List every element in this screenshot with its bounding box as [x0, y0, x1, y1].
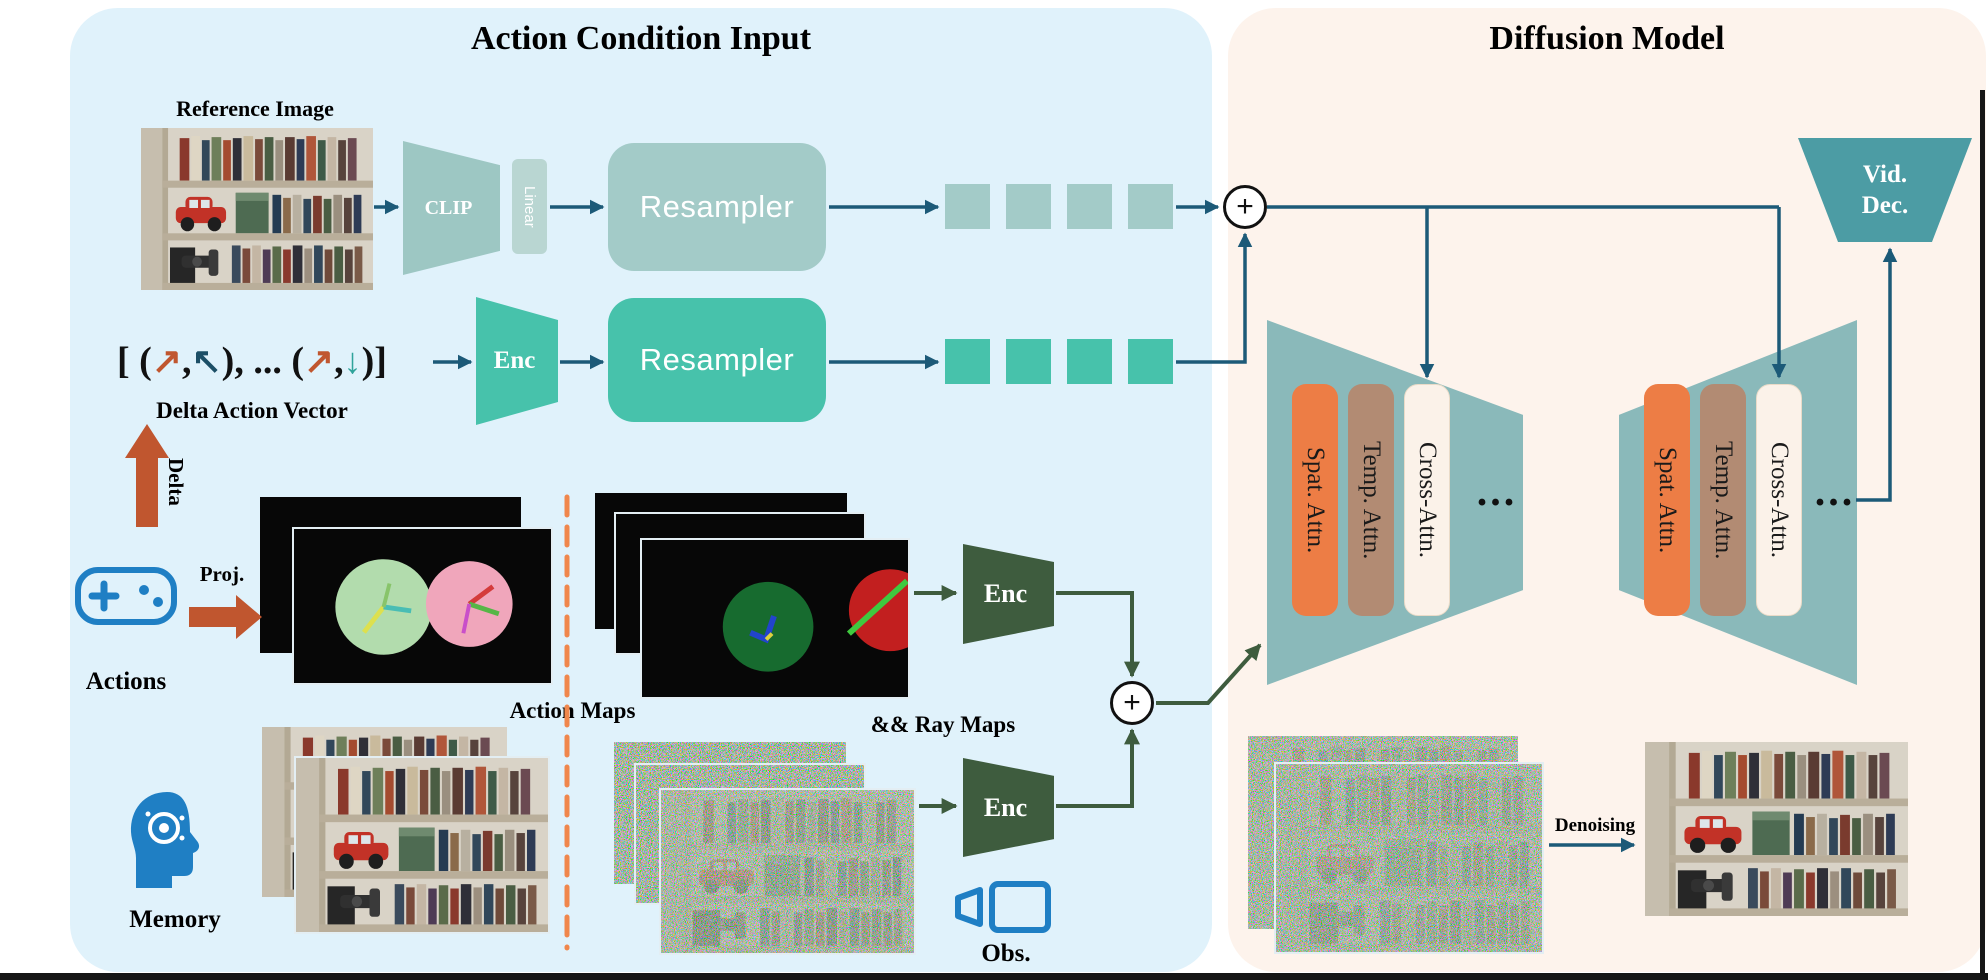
- noisy-frame-front: [659, 788, 916, 955]
- clip-encoder: CLIP: [403, 141, 500, 275]
- right-rule-line: [1980, 90, 1985, 980]
- down-arrow-icon: ↓: [343, 341, 362, 381]
- left-panel-title: Action Condition Input: [470, 20, 812, 57]
- action-enc-label: Enc: [493, 347, 536, 374]
- memory-frame-front: [294, 756, 550, 934]
- action-token: [945, 339, 990, 384]
- bookshelf-photo: [1645, 742, 1908, 916]
- plus-sign: +: [1123, 686, 1141, 719]
- cross-attn-block-2: Cross-Attn.: [1756, 384, 1802, 616]
- ray-map-image: [642, 540, 908, 697]
- image-token: [1128, 184, 1173, 229]
- resampler-bottom-label: Resampler: [639, 342, 795, 377]
- noisy-latent-front: [1274, 762, 1544, 954]
- obs-label: Obs.: [981, 940, 1031, 967]
- cross-attn-label: Cross-Attn.: [1766, 442, 1793, 558]
- memory-label: Memory: [129, 906, 221, 933]
- viddec-line2: Dec.: [1861, 192, 1909, 219]
- action-token: [1128, 339, 1173, 384]
- bookshelf-photo: [296, 758, 548, 932]
- obs-encoder: Enc: [963, 758, 1054, 857]
- vector-text: ,: [334, 340, 344, 382]
- noise-texture: [661, 790, 914, 953]
- action-token: [1067, 339, 1112, 384]
- action-map-frame-front: [292, 527, 553, 685]
- action-map-image: [294, 529, 551, 683]
- vector-text: ,: [182, 340, 192, 382]
- temp-attn-block-2: Temp. Attn.: [1700, 384, 1746, 616]
- spat-attn-block-2: Spat. Attn.: [1644, 384, 1690, 616]
- viddec-line1: Vid.: [1862, 160, 1908, 188]
- temp-attn-label: Temp. Attn.: [1710, 440, 1737, 560]
- bottom-rule-line: [0, 973, 1988, 980]
- temp-attn-block-1: Temp. Attn.: [1348, 384, 1394, 616]
- image-token: [1067, 184, 1112, 229]
- cross-attn-block-1: Cross-Attn.: [1404, 384, 1450, 616]
- action-token-row: [945, 339, 1173, 384]
- nw-arrow-icon: ↖: [191, 341, 222, 381]
- cross-attn-label: Cross-Attn.: [1414, 442, 1441, 558]
- vector-text: [ (: [117, 340, 152, 382]
- actions-label: Actions: [85, 668, 167, 695]
- right-panel-title: Diffusion Model: [1489, 20, 1725, 57]
- vector-text: )]: [361, 340, 387, 382]
- image-token: [1006, 184, 1051, 229]
- plus-circle-top-icon: +: [1223, 185, 1267, 229]
- action-encoder: Enc: [476, 297, 558, 425]
- delta-action-vector: [ ( ↗ , ↖ ), ... ( ↗ , ↓ )]: [74, 328, 430, 394]
- bookshelf-photo: [141, 128, 373, 290]
- maps-encoder: Enc: [963, 544, 1054, 644]
- vector-text: ), ... (: [221, 340, 304, 382]
- proj-label: Proj.: [199, 562, 245, 586]
- controller-icon: [75, 567, 177, 625]
- plus-circle-bottom-icon: +: [1110, 681, 1154, 725]
- linear-label: Linear: [521, 185, 538, 228]
- spat-attn-block-1: Spat. Attn.: [1292, 384, 1338, 616]
- obs-enc-label: Enc: [983, 792, 1028, 822]
- ne-arrow-icon: ↗: [151, 341, 182, 381]
- ray-maps-label: && Ray Maps: [870, 712, 1016, 737]
- image-token: [945, 184, 990, 229]
- denoised-output-image: [1645, 742, 1908, 916]
- resampler-top-label: Resampler: [639, 189, 795, 224]
- action-maps-label: Action Maps: [509, 698, 636, 723]
- action-token: [1006, 339, 1051, 384]
- memory-icon: [130, 792, 200, 888]
- ellipsis-block-1: ...: [1476, 469, 1518, 515]
- linear-layer: Linear: [512, 159, 547, 254]
- spat-attn-label: Spat. Attn.: [1654, 446, 1681, 554]
- temp-attn-label: Temp. Attn.: [1358, 440, 1385, 560]
- ray-map-frame-front: [640, 538, 910, 699]
- noise-texture: [1276, 764, 1542, 952]
- camera-icon: [955, 881, 1051, 933]
- clip-label: CLIP: [424, 196, 473, 219]
- denoising-label: Denoising: [1554, 815, 1636, 836]
- delta-action-vector-label: Delta Action Vector: [156, 398, 348, 423]
- spat-attn-label: Spat. Attn.: [1302, 446, 1329, 554]
- ellipsis-block-2: ...: [1814, 469, 1856, 515]
- resampler-top: Resampler: [608, 143, 826, 271]
- reference-image: [141, 128, 373, 290]
- plus-sign: +: [1236, 190, 1254, 223]
- ne-arrow-icon: ↗: [303, 341, 335, 381]
- image-token-row: [945, 184, 1173, 229]
- resampler-bottom: Resampler: [608, 298, 826, 422]
- reference-image-label: Reference Image: [176, 96, 334, 121]
- delta-arrow-label: Delta: [164, 458, 188, 506]
- maps-enc-label: Enc: [983, 579, 1028, 608]
